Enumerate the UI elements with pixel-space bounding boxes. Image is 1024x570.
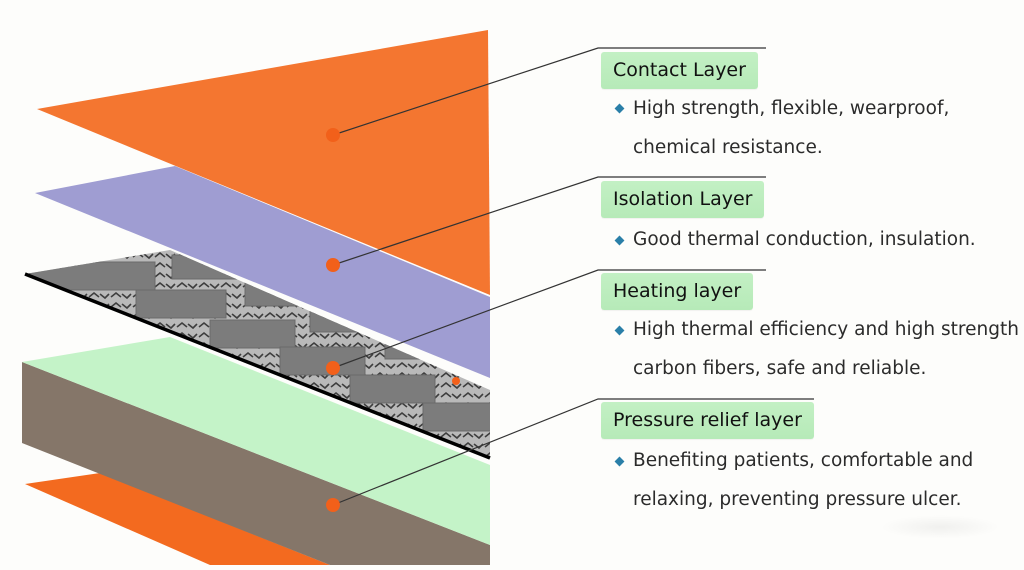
marker-dot-heating-small <box>452 377 460 385</box>
bottom-orange-sheet <box>25 473 330 565</box>
pressure-relief-layer-desc-line-1: Benefiting patients, comfortable and <box>633 450 974 471</box>
marker-dot-heating <box>326 361 340 375</box>
isolation-layer-label: Isolation Layer <box>601 181 765 218</box>
leader-line-pressure <box>332 398 814 506</box>
pressure-relief-top <box>22 337 490 545</box>
isolation-layer <box>35 166 490 378</box>
contact-layer <box>37 30 490 295</box>
marker-dot-contact <box>326 128 340 142</box>
heating-layer-label: Heating layer <box>601 273 754 310</box>
leader-line-contact <box>332 47 766 136</box>
leader-line-heating <box>332 269 766 369</box>
isolation-layer-desc-line-1: Good thermal conduction, insulation. <box>633 229 976 250</box>
contact-layer-label: Contact Layer <box>601 52 758 89</box>
contact-layer-desc-line-1: High strength, flexible, wearproof, <box>633 98 950 119</box>
pressure-relief-layer-desc-line-2: relaxing, preventing pressure ulcer. <box>633 489 962 510</box>
pressure-relief-side <box>22 362 490 565</box>
leader-line-isolation <box>332 176 766 266</box>
watermark-smudge <box>880 515 1000 539</box>
marker-dot-isolation <box>326 258 340 272</box>
heating-layer <box>24 250 491 460</box>
marker-dot-pressure <box>326 498 340 512</box>
heating-layer-desc-line-2: carbon fibers, safe and reliable. <box>633 358 927 379</box>
contact-layer-desc-line-2: chemical resistance. <box>633 137 823 158</box>
pressure-relief-layer-label: Pressure relief layer <box>601 402 814 439</box>
heating-layer-desc-line-1: High thermal efficiency and high strengt… <box>633 319 1019 340</box>
